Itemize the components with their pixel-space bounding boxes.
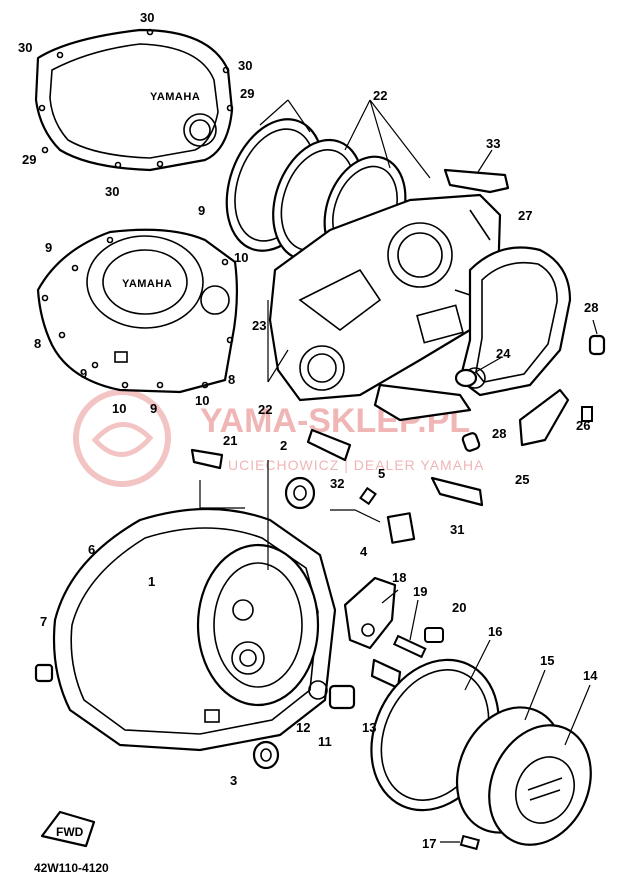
diagram-reference-code: 42W110-4120 [34, 861, 109, 875]
bracket-33 [443, 168, 510, 194]
cover-brand-middle: YAMAHA [122, 278, 172, 290]
callout-label: 12 [296, 720, 310, 735]
callout-label: 30 [105, 184, 119, 199]
callout-label: 8 [228, 372, 235, 387]
front-marker-label: FWD [56, 825, 84, 839]
callout-label: 10 [195, 393, 209, 408]
front-marker: FWD [40, 810, 96, 848]
bracket-32 [306, 428, 352, 462]
front-arrow-icon [40, 810, 96, 848]
callout-label: 25 [515, 472, 529, 487]
bearing-2 [284, 476, 316, 510]
clip-21 [190, 448, 224, 470]
seal-3 [252, 740, 280, 770]
callout-label: 30 [238, 58, 252, 73]
generator-cover [455, 706, 592, 846]
screw-17 [459, 834, 480, 851]
callout-label: 9 [198, 203, 205, 218]
bracket-31 [430, 476, 484, 507]
bolt-26 [581, 406, 593, 422]
crankcase-cover [52, 507, 337, 752]
callout-label: 5 [378, 466, 385, 481]
callout-label: 10 [234, 250, 248, 265]
callout-label: 18 [392, 570, 406, 585]
callout-label: 20 [452, 600, 466, 615]
plug-28-upper [588, 334, 606, 356]
callout-label: 31 [450, 522, 464, 537]
callout-label: 30 [140, 10, 154, 25]
callout-label: 15 [540, 653, 554, 668]
plate-25 [518, 388, 570, 447]
callout-label: 28 [492, 426, 506, 441]
callout-label: 32 [330, 476, 344, 491]
callout-label: 22 [373, 88, 387, 103]
callout-label: 9 [45, 240, 52, 255]
callout-label: 3 [230, 773, 237, 788]
callout-label: 9 [150, 401, 157, 416]
cover-brand-top: YAMAHA [150, 91, 200, 103]
clutch-cover-gasket: YAMAHA [34, 28, 234, 172]
callout-label: 21 [223, 433, 237, 448]
callout-label: 11 [318, 734, 332, 749]
oring-12 [308, 680, 328, 700]
watermark-logo-icon [73, 389, 171, 487]
callout-label: 10 [112, 401, 126, 416]
callout-label: 2 [280, 438, 287, 453]
callout-label: 6 [88, 542, 95, 557]
callout-label: 22 [258, 402, 272, 417]
bolt-5 [359, 486, 377, 506]
bolt-20 [424, 627, 444, 643]
callout-label: 1 [148, 574, 155, 589]
crankcase-cover-gasket: YAMAHA [36, 228, 238, 394]
callout-label: 16 [488, 624, 502, 639]
callout-label: 24 [496, 346, 511, 361]
callout-labels: 30 30 30 29 29 30 22 33 9 9 10 27 23 28 … [18, 10, 598, 851]
part-13 [370, 658, 402, 690]
plug-11 [328, 684, 356, 710]
callout-label: 23 [252, 318, 266, 333]
chain-guide-arm [373, 383, 472, 422]
plate-18 [343, 576, 397, 650]
callout-label: 14 [583, 668, 598, 683]
callout-label: 33 [486, 136, 500, 151]
callout-label: 27 [518, 208, 532, 223]
callout-label: 7 [40, 614, 47, 629]
switch-4 [386, 512, 416, 544]
dowel-7 [34, 663, 54, 683]
callout-label: 28 [584, 300, 598, 315]
watermark-subtitle: UCIECHOWICZ | DEALER YAMAHA [228, 457, 484, 473]
callout-label: 13 [362, 720, 376, 735]
grommet-24 [454, 368, 478, 388]
callout-label: 17 [422, 836, 436, 851]
callout-label: 29 [22, 152, 36, 167]
callout-label: 19 [413, 584, 427, 599]
callout-label: 29 [240, 86, 254, 101]
side-cover-gasket [458, 246, 572, 397]
callout-label: 30 [18, 40, 32, 55]
callout-label: 26 [576, 418, 590, 433]
leader-lines [199, 99, 598, 843]
screw-19 [392, 634, 427, 659]
callout-label: 4 [360, 544, 368, 559]
callout-label: 8 [34, 336, 41, 351]
callout-label: 9 [80, 366, 87, 381]
plug-28-lower [461, 432, 481, 452]
